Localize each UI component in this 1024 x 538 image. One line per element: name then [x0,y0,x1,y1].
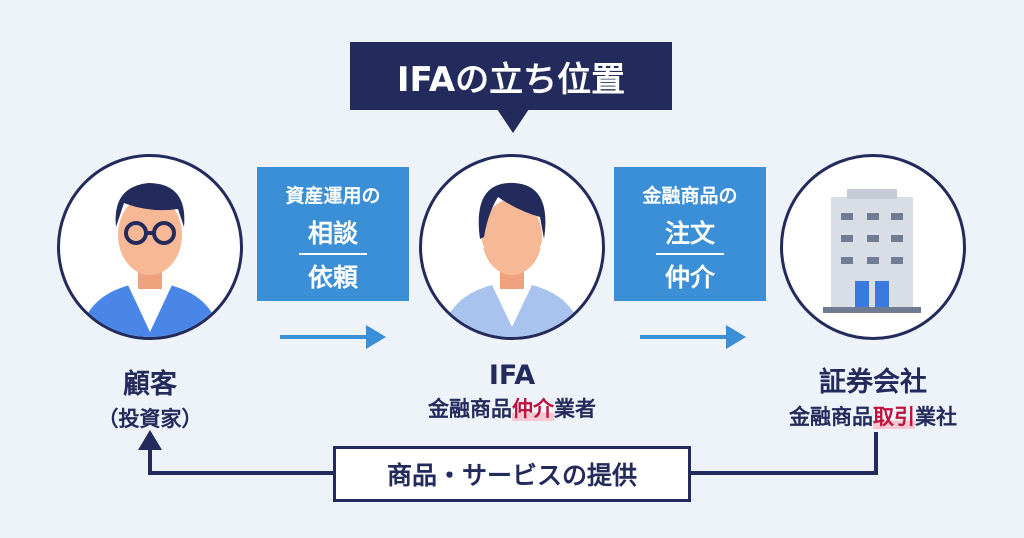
flow2-line1: 金融商品の [642,185,738,207]
title-pointer [497,109,529,133]
order-box: 金融商品の 注文 仲介 [614,167,766,301]
company-label: 証券会社 金融商品取引業社 [743,360,1003,431]
ifa-avatar [419,154,605,340]
consultation-box: 資産運用の 相談 依頼 [257,167,409,301]
customer-label: 顧客 （投資家） [20,362,280,433]
customer-avatar [57,154,243,340]
building-icon [823,189,921,313]
page-title: IFAの立ち位置 [350,42,672,110]
ifa-sub-post: 業者 [554,397,596,421]
flow1-line3: 依頼 [307,263,358,292]
ifa-sub-highlight: 仲介 [512,397,554,421]
company-name: 証券会社 [819,367,927,398]
customer-sub: （投資家） [97,407,203,431]
flow1-line2: 相談 [299,214,367,255]
right-arrow-icon [640,325,746,349]
flow1-line1: 資産運用の [285,185,381,207]
return-line [874,432,878,474]
ifa-sub-pre: 金融商品 [428,397,512,421]
up-arrow-icon [138,430,162,450]
right-arrow-icon [280,325,386,349]
company-sub-highlight: 取引 [873,405,915,429]
ifa-label: IFA 金融商品仲介業者 [382,360,642,423]
woman-icon [442,182,582,337]
flow2-line2: 注文 [656,214,724,255]
ifa-name: IFA [488,360,536,391]
company-sub-pre: 金融商品 [789,405,873,429]
service-provision-box: 商品・サービスの提供 [333,446,691,502]
flow2-line3: 仲介 [664,263,715,292]
man-with-glasses-icon [80,183,220,337]
customer-name: 顧客 [123,369,177,400]
return-line [148,448,152,474]
company-icon-circle [780,154,966,340]
company-sub-post: 業社 [915,405,957,429]
